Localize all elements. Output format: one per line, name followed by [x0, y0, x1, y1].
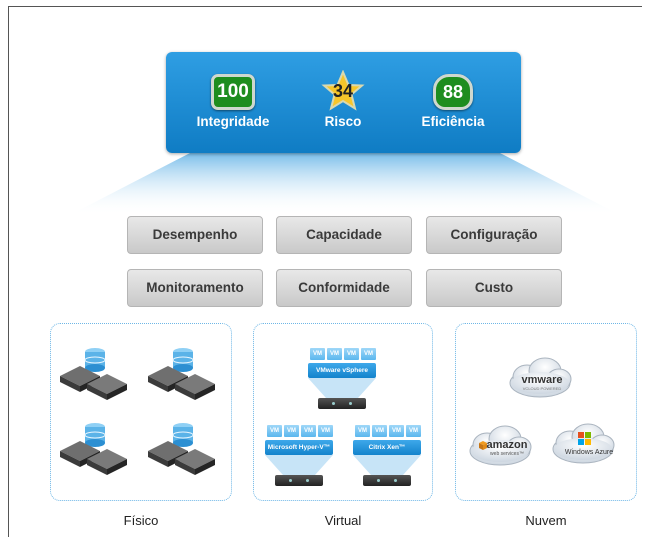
xen-layer: Citrix Xen™ — [353, 440, 421, 455]
zone-label-cloud: Nuvem — [525, 513, 567, 528]
amazon-logo: amazon web services™ — [482, 440, 532, 458]
category-capacidade: Capacidade — [276, 216, 412, 254]
risk-star-icon: 34 — [321, 70, 365, 111]
windows-logo-icon — [578, 432, 591, 445]
vsphere-layer: VMware vSphere — [308, 363, 376, 378]
aws-logo-icon — [479, 441, 487, 450]
zone-virtual — [253, 323, 433, 501]
zone-label-virtual: Virtual — [324, 513, 362, 528]
vm-tile: VM — [318, 425, 333, 437]
metric-integridade: 100 Integridade — [183, 74, 283, 129]
vm-tile: VM — [372, 425, 387, 437]
health-badge-icon: 100 — [211, 74, 255, 110]
vm-tile: VM — [406, 425, 421, 437]
vm-tile: VM — [355, 425, 370, 437]
category-monitoramento: Monitoramento — [127, 269, 263, 307]
vmware-wordmark: vmware — [521, 374, 563, 386]
vm-tile: VM — [284, 425, 299, 437]
vsphere-host — [318, 398, 366, 409]
metric-label: Risco — [324, 114, 362, 129]
metric-label: Integridade — [196, 114, 270, 129]
hyperv-glow — [265, 455, 333, 475]
xen-glow — [353, 455, 421, 475]
azure-wordmark: Windows Azure — [564, 449, 614, 456]
zone-physical — [50, 323, 232, 501]
amazon-subtitle: web services™ — [490, 451, 524, 457]
vm-tile: VM — [267, 425, 282, 437]
vm-tile: VM — [361, 348, 376, 360]
vm-tile: VM — [301, 425, 316, 437]
category-custo: Custo — [426, 269, 562, 307]
vm-tile: VM — [310, 348, 325, 360]
risk-value: 34 — [332, 81, 354, 101]
vmware-logo: vmware VCLOUD POWERED — [518, 375, 566, 392]
amazon-wordmark: amazon — [486, 439, 528, 451]
metric-eficiencia: 88 Eficiência — [403, 74, 503, 129]
xen-vm-row: VM VM VM VM — [355, 425, 421, 437]
diagram-frame — [8, 6, 642, 537]
hyperv-layer: Microsoft Hyper-V™ — [265, 440, 333, 455]
vm-tile: VM — [344, 348, 359, 360]
hyperv-host — [275, 475, 323, 486]
physical-servers-graphic — [59, 347, 216, 476]
vm-tile: VM — [389, 425, 404, 437]
vsphere-glow — [308, 378, 376, 398]
hyperv-vm-row: VM VM VM VM — [267, 425, 333, 437]
metric-label: Eficiência — [421, 114, 485, 129]
azure-logo: Windows Azure — [558, 448, 620, 457]
vmware-subtitle: VCLOUD POWERED — [522, 386, 562, 391]
xen-host — [363, 475, 411, 486]
zone-label-physical: Físico — [123, 513, 159, 528]
category-configuracao: Configuração — [426, 216, 562, 254]
vsphere-vm-row: VM VM VM VM — [310, 348, 376, 360]
efficiency-shield-icon: 88 — [433, 74, 473, 110]
zone-cloud — [455, 323, 637, 501]
vm-tile: VM — [327, 348, 342, 360]
category-conformidade: Conformidade — [276, 269, 412, 307]
cloud-graphics — [469, 357, 615, 466]
metric-risco: 34 Risco — [293, 70, 393, 129]
category-desempenho: Desempenho — [127, 216, 263, 254]
scores-panel: 100 Integridade 34 Risco 88 Eficiência — [166, 52, 521, 153]
